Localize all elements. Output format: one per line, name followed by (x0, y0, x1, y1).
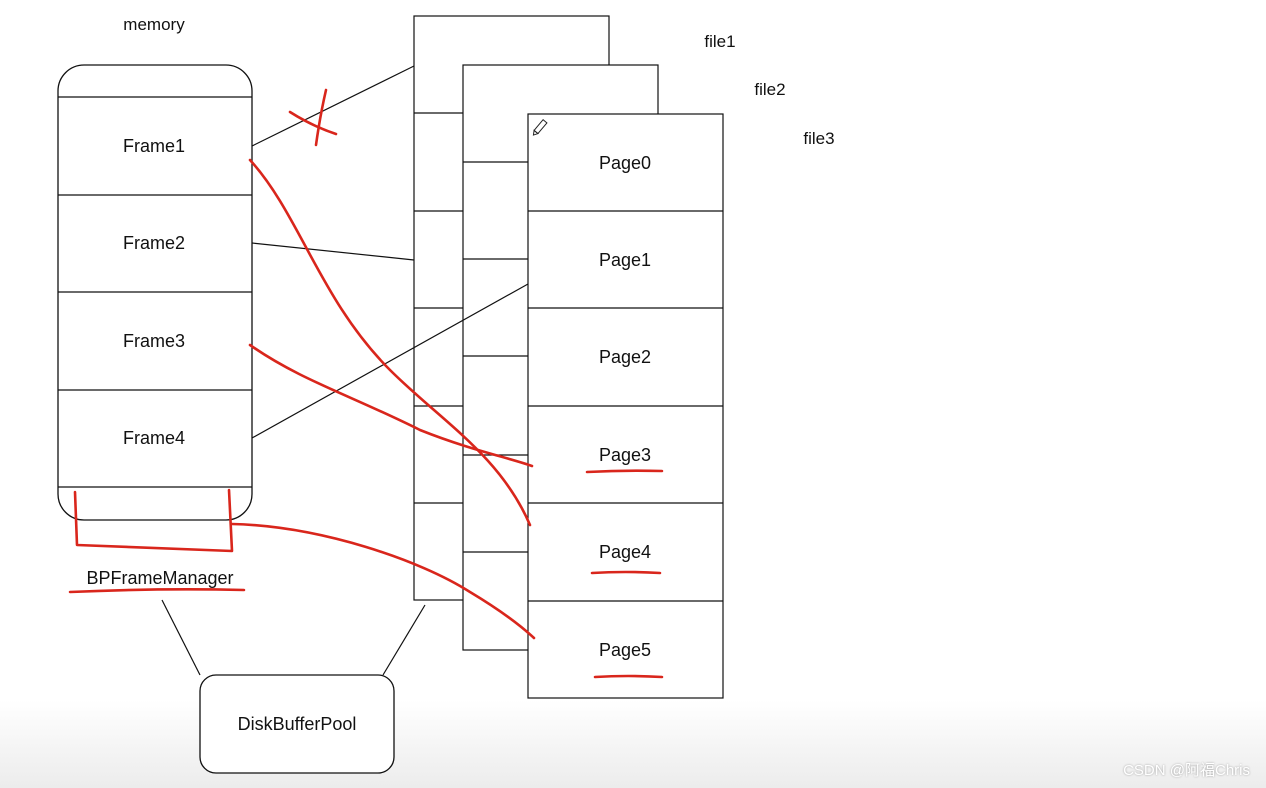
page-label: Page0 (599, 153, 651, 173)
red-bracket-manager (73, 488, 234, 553)
red-cross-mark (288, 110, 338, 136)
red-link-frame1-page4 (248, 158, 532, 527)
page-label: Page1 (599, 250, 651, 270)
frame-label: Frame1 (123, 136, 185, 156)
file-label: file1 (704, 32, 735, 51)
frame-manager-label: BPFrameManager (86, 568, 233, 588)
page-label: Page2 (599, 347, 651, 367)
watermark: CSDN @阿福Chris (1123, 762, 1250, 779)
page-label: Page3 (599, 445, 651, 465)
file-label: file2 (754, 80, 785, 99)
connector-frame4-file3 (251, 283, 529, 439)
frame-label: Frame3 (123, 331, 185, 351)
red-underline-manager (68, 588, 246, 594)
red-underline-page5 (593, 674, 664, 679)
connector-frame2-file1 (251, 242, 415, 261)
page-label: Page4 (599, 542, 651, 562)
file-label: file3 (803, 129, 834, 148)
frame-label: Frame2 (123, 233, 185, 253)
red-link-frame3-page3 (248, 343, 534, 468)
frame-label: Frame4 (123, 428, 185, 448)
red-link-manager-page5 (230, 522, 536, 640)
memory-label: memory (123, 15, 185, 34)
pencil-icon (532, 118, 548, 136)
connector-frame1-file1 (251, 65, 415, 147)
file3-stack (527, 113, 724, 699)
red-underline-page3 (585, 469, 664, 474)
red-annotations (68, 88, 664, 679)
connector-files-pool (382, 604, 426, 676)
connector-manager-pool (161, 599, 201, 676)
red-underline-page4 (590, 570, 662, 575)
disk-buffer-pool-label: DiskBufferPool (238, 714, 357, 734)
page-label: Page5 (599, 640, 651, 660)
red-cross-mark (314, 88, 328, 147)
disk-buffer-pool-box (199, 674, 395, 774)
memory-container (57, 64, 253, 521)
